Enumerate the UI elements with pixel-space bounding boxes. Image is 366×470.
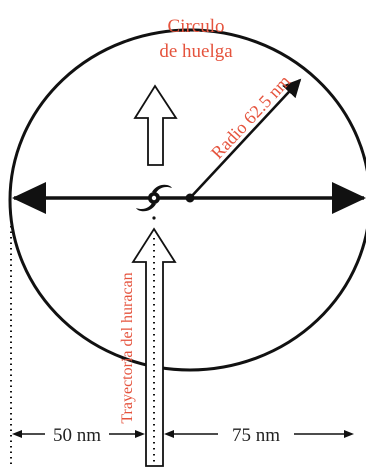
radius-arrow <box>189 78 302 199</box>
hurricane-center-dot <box>152 216 156 220</box>
motion-up-arrow <box>133 84 178 166</box>
circle-title-line1: Circulo <box>168 16 225 37</box>
right-distance-arrowhead-left <box>164 430 174 438</box>
hurricane-icon <box>136 184 172 212</box>
strike-circle <box>8 28 366 372</box>
left-distance-arrowhead-left <box>12 430 22 438</box>
diameter-right-arrowhead <box>332 182 366 214</box>
circle-center-dot <box>185 193 195 203</box>
diameter-left-arrowhead <box>12 182 46 214</box>
right-distance-label: 75 nm <box>232 425 280 446</box>
circle-title-line2: de huelga <box>159 41 233 62</box>
left-distance-arrowhead-right <box>135 430 145 438</box>
left-distance-label: 50 nm <box>53 425 101 446</box>
right-distance-arrowhead-right <box>344 430 354 438</box>
track-label: Trayectoria del huracan <box>119 272 136 423</box>
radius-label: Radio 62.5 nm <box>207 71 294 163</box>
